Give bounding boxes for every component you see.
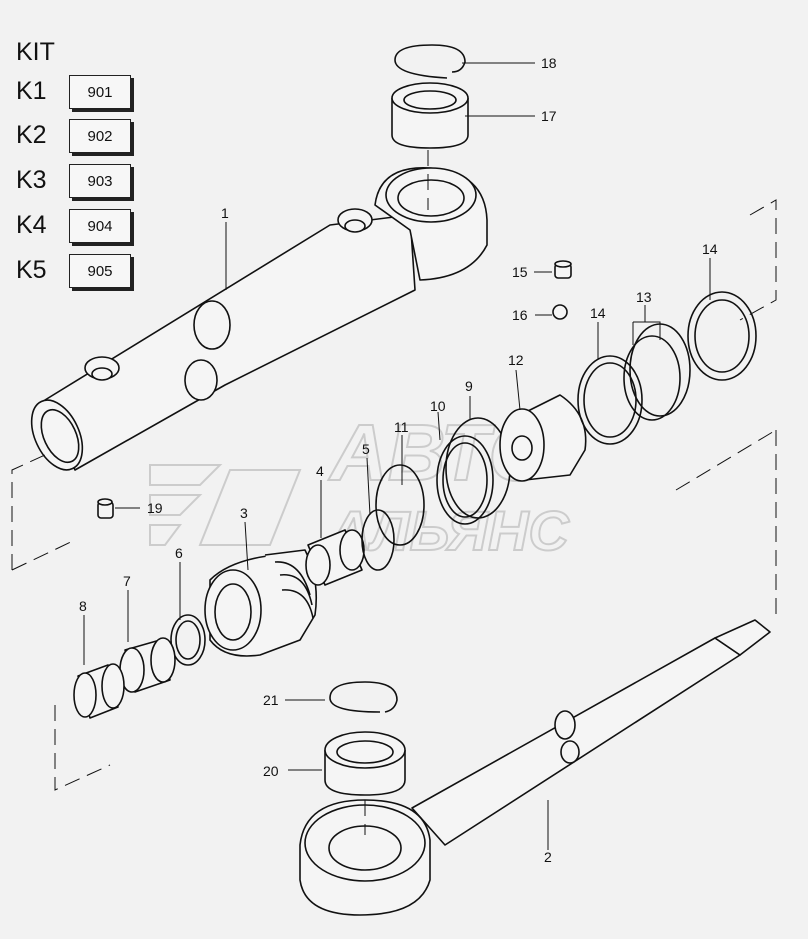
axis-lines	[11, 150, 777, 835]
leader-lines	[83, 62, 711, 850]
kit-title: KIT	[16, 38, 55, 66]
part-14-wear-ring-b	[687, 291, 757, 381]
part-16-ball	[552, 304, 568, 320]
callout-19: 19	[147, 500, 163, 516]
part-15-grease-nipple	[554, 260, 572, 279]
callout-21: 21	[263, 692, 279, 708]
callout-15: 15	[512, 264, 528, 280]
kit-label-k3: K3	[16, 166, 47, 194]
callout-11: 11	[394, 419, 409, 435]
kit-code-box-905: 905	[69, 254, 131, 288]
part-6-seal-ring	[170, 614, 206, 666]
callout-9: 9	[465, 378, 473, 394]
callout-12: 12	[508, 352, 524, 368]
kit-code-box-902: 902	[69, 119, 131, 153]
callout-3: 3	[240, 505, 248, 521]
callout-14a: 14	[590, 305, 606, 321]
part-21-retaining-ring	[329, 681, 398, 713]
part-12-piston	[499, 394, 587, 482]
callout-13: 13	[636, 289, 652, 305]
callout-2: 2	[544, 849, 552, 865]
callout-8: 8	[79, 598, 87, 614]
kit-code-box-903: 903	[69, 164, 131, 198]
part-10-seal	[436, 435, 494, 525]
part-11-seal-ring	[375, 464, 425, 546]
callout-18: 18	[541, 55, 557, 71]
part-3-gland	[204, 549, 318, 657]
part-1-cylinder-barrel	[30, 167, 488, 471]
callout-7: 7	[123, 573, 131, 589]
callout-4: 4	[316, 463, 324, 479]
callout-5: 5	[362, 441, 370, 457]
kit-label-k5: K5	[16, 256, 47, 284]
kit-label-k2: K2	[16, 121, 47, 149]
callout-10: 10	[430, 398, 446, 414]
kit-code-box-904: 904	[69, 209, 131, 243]
callout-1: 1	[221, 205, 229, 221]
kit-code-box-901: 901	[69, 75, 131, 109]
part-2-piston-rod	[299, 619, 771, 916]
part-8-wiper	[73, 663, 125, 719]
part-14-wear-ring-a	[577, 355, 643, 445]
part-20-bearing	[324, 731, 406, 796]
part-17-bearing	[391, 82, 469, 149]
part-4-bushing	[305, 529, 365, 586]
kit-label-k1: K1	[16, 77, 47, 105]
callout-16: 16	[512, 307, 528, 323]
watermark-logo-stripes	[149, 464, 302, 546]
watermark-line2: АЛЬЯНС	[328, 499, 570, 562]
callout-numbers: 1 2 3 4 5 6 7 8 9 10 11 12 13 14 14 15 1…	[79, 55, 718, 865]
callout-14b: 14	[702, 241, 718, 257]
part-7-ring	[119, 637, 176, 693]
callout-20: 20	[263, 763, 279, 779]
callout-17: 17	[541, 108, 557, 124]
part-19-pin	[97, 498, 114, 519]
part-18-retaining-ring	[394, 44, 466, 79]
part-5-snap-ring	[361, 509, 395, 571]
callout-6: 6	[175, 545, 183, 561]
kit-label-k4: K4	[16, 211, 47, 239]
